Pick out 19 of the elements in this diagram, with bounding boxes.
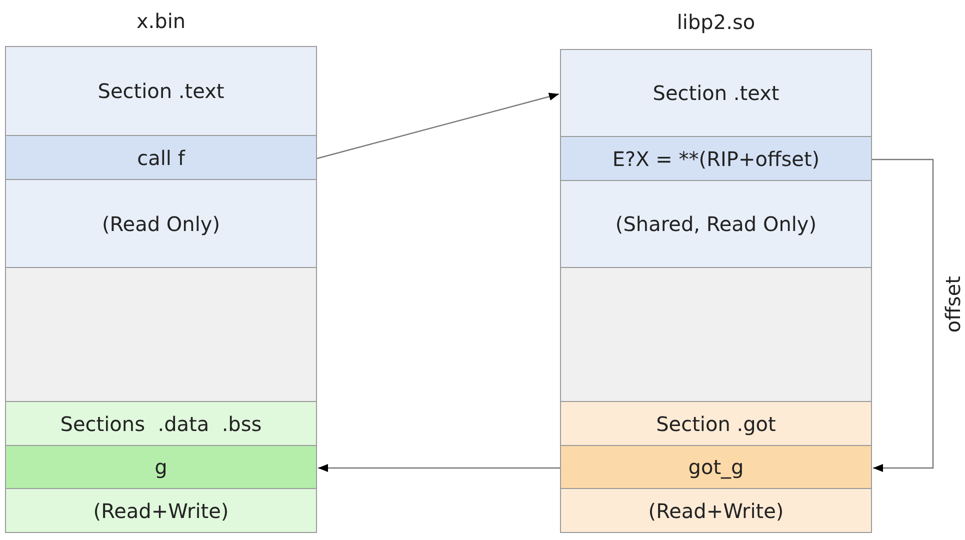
arrow [318,464,560,472]
memory-section: (Read+Write) [560,488,872,533]
arrow [872,158,934,472]
memory-section [5,267,317,402]
memory-section: call f [5,135,317,180]
memory-section: (Read Only) [5,179,317,268]
memory-section: E?X = **(RIP+offset) [560,136,872,181]
memory-section: (Shared, Read Only) [560,180,872,268]
column-heading: x.bin [136,8,186,32]
memory-section: Sections .data .bss [5,401,317,446]
memory-section [560,267,872,402]
column-heading: libp2.so [676,10,756,34]
memory-section: (Read+Write) [5,488,317,533]
memory-section: Section .text [5,46,317,136]
arrow [316,92,560,160]
memory-section: got_g [560,445,872,489]
memory-section: Section .text [560,49,872,137]
memory-section: g [5,445,317,489]
memory-section: Section .got [560,401,872,446]
